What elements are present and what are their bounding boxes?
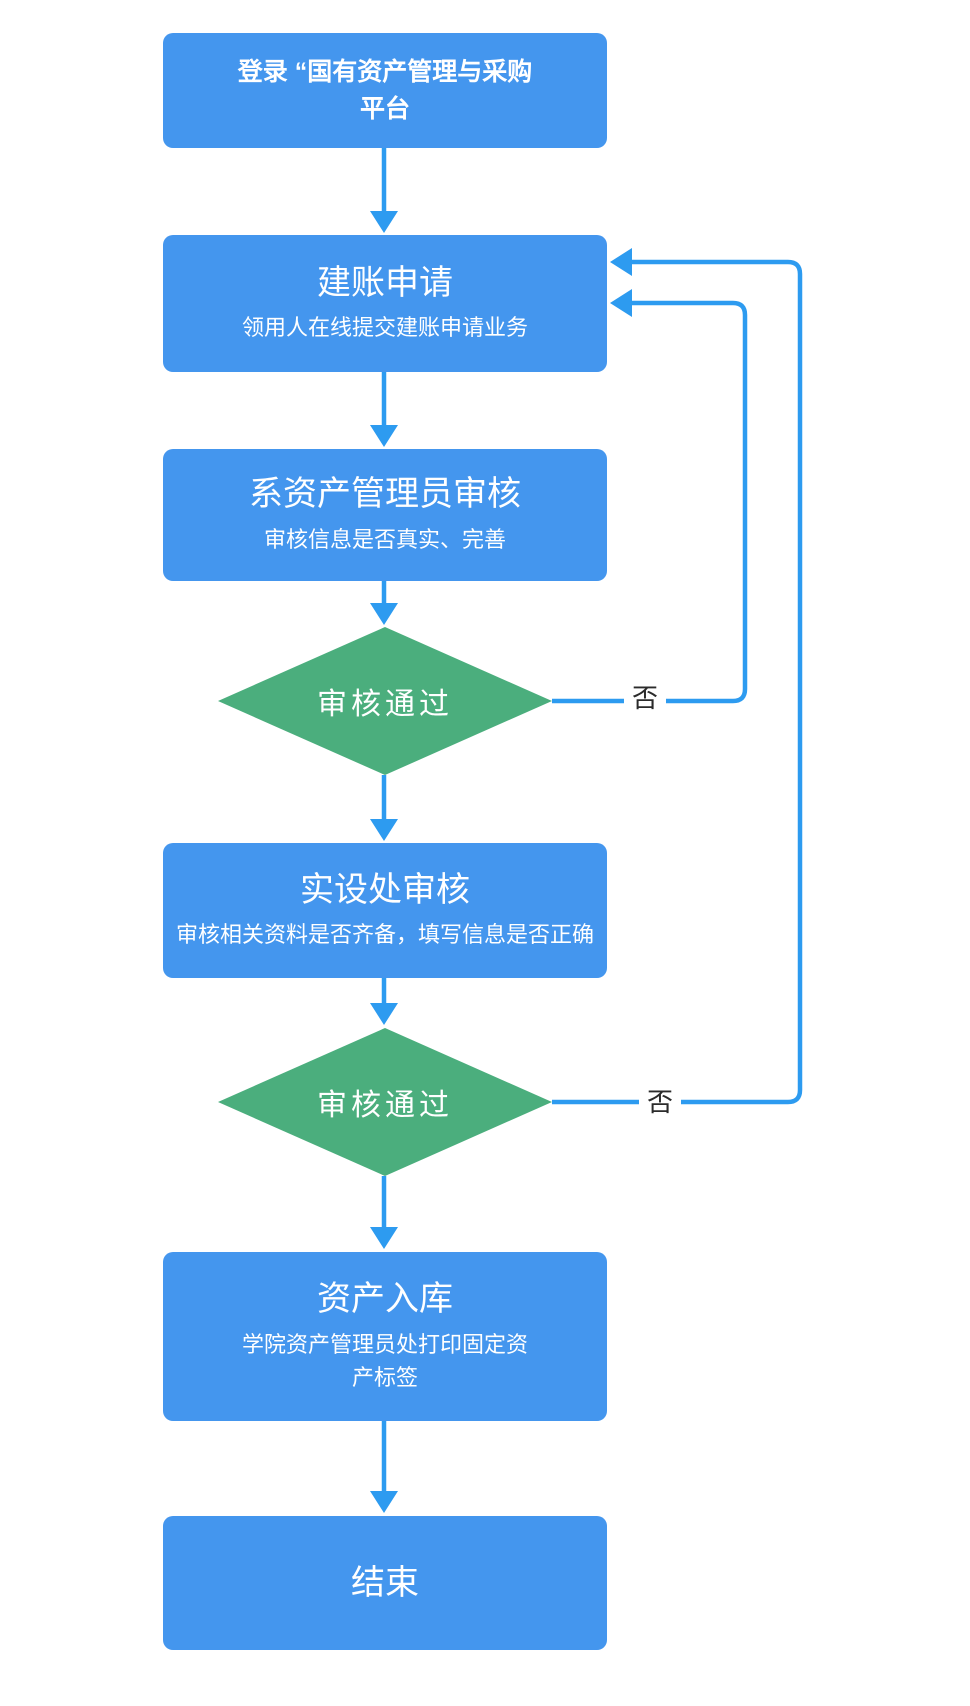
decision-review-passed-2-label: 审核通过	[317, 1089, 453, 1122]
node-account-application: 建账申请 领用人在线提交建账申请业务	[163, 235, 607, 372]
edge-label-no-2: 否	[638, 1085, 682, 1119]
arrow-dept-review-to-decision1	[370, 581, 398, 625]
node-dept-admin-review: 系资产管理员审核 审核信息是否真实、完善	[163, 449, 607, 581]
node-facilities-office-review-title: 实设处审核	[300, 870, 470, 909]
node-dept-admin-review-title: 系资产管理员审核	[249, 475, 521, 514]
node-login-line1: 登录 “国有资产管理与采购	[237, 58, 533, 87]
arrow-decision1-to-office-review	[370, 775, 398, 841]
edge-label-no-1: 否	[623, 681, 667, 715]
node-end: 结束	[163, 1516, 607, 1650]
node-dept-admin-review-subtitle: 审核信息是否真实、完善	[263, 526, 506, 552]
node-asset-storage-subtitle-line1: 学院资产管理员处打印固定资	[241, 1331, 528, 1357]
node-login-platform: 登录 “国有资产管理与采购 平台	[163, 33, 607, 148]
loop-decision1-no-to-apply	[552, 289, 748, 704]
arrow-login-to-apply	[370, 148, 398, 233]
arrow-apply-to-dept-review	[370, 372, 398, 447]
arrow-storage-to-end	[370, 1421, 398, 1513]
loop-decision2-no-to-apply	[552, 248, 803, 1105]
node-facilities-office-review-subtitle: 审核相关资料是否齐备，填写信息是否正确	[175, 922, 594, 948]
node-login-line2: 平台	[359, 94, 410, 123]
node-facilities-office-review: 实设处审核 审核相关资料是否齐备，填写信息是否正确	[163, 843, 607, 978]
node-asset-storage: 资产入库 学院资产管理员处打印固定资 产标签	[163, 1252, 607, 1421]
node-asset-storage-subtitle-line2: 产标签	[351, 1364, 418, 1390]
node-end-title: 结束	[351, 1563, 419, 1602]
decision-review-passed-1-label: 审核通过	[317, 688, 453, 721]
arrow-decision2-to-storage	[370, 1176, 398, 1249]
node-account-application-subtitle: 领用人在线提交建账申请业务	[241, 315, 528, 341]
arrow-office-review-to-decision2	[370, 978, 398, 1025]
node-asset-storage-subtitle: 学院资产管理员处打印固定资 产标签	[242, 1328, 528, 1394]
node-asset-storage-title: 资产入库	[317, 1280, 453, 1319]
node-account-application-title: 建账申请	[317, 263, 453, 302]
